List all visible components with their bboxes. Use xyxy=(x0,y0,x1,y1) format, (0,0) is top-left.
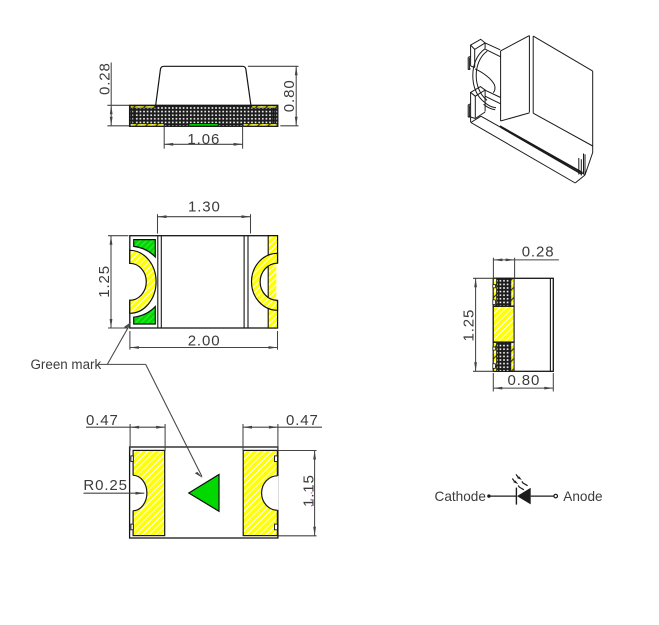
svg-text:0.80: 0.80 xyxy=(508,372,541,389)
svg-text:0.80: 0.80 xyxy=(281,79,298,112)
svg-text:1.25: 1.25 xyxy=(96,265,113,298)
svg-text:1.30: 1.30 xyxy=(188,199,221,216)
svg-text:2.00: 2.00 xyxy=(188,332,221,349)
svg-text:Anode: Anode xyxy=(563,489,602,504)
svg-text:0.28: 0.28 xyxy=(96,62,113,95)
svg-text:Green mark: Green mark xyxy=(31,357,102,372)
svg-text:1.25: 1.25 xyxy=(460,309,477,342)
svg-text:R0.25: R0.25 xyxy=(83,477,128,494)
svg-text:0.47: 0.47 xyxy=(86,412,119,429)
svg-text:Cathode: Cathode xyxy=(435,489,486,504)
svg-text:0.28: 0.28 xyxy=(522,243,555,260)
svg-text:1.15: 1.15 xyxy=(301,474,318,507)
svg-text:1.06: 1.06 xyxy=(187,131,220,148)
svg-text:0.47: 0.47 xyxy=(286,412,319,429)
